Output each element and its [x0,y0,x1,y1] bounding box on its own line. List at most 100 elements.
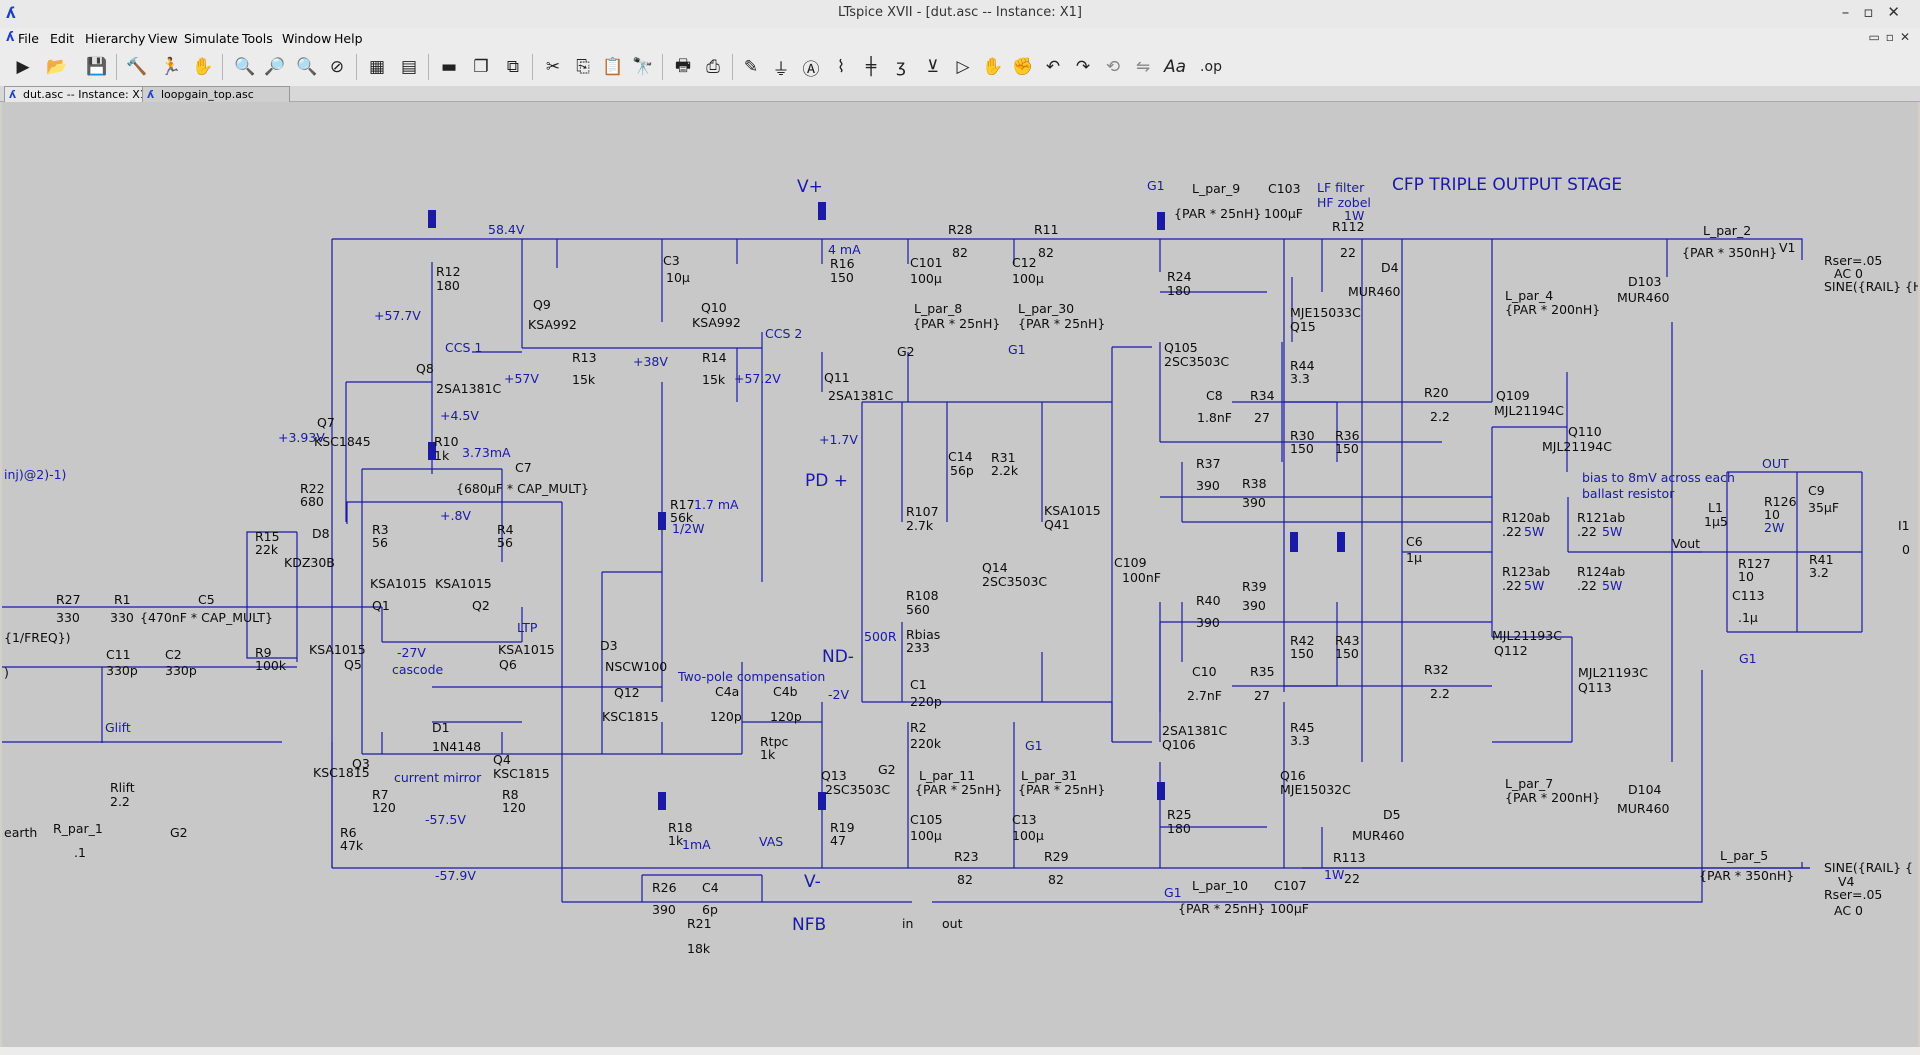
menu-window[interactable]: Window [282,31,332,46]
print-icon[interactable]: 🖶 [674,55,692,76]
text-icon[interactable]: Aa [1163,57,1187,77]
val-r7: 120 [372,800,396,815]
r25-body[interactable] [1157,782,1165,800]
zoom-pan-icon[interactable]: 🔎 [264,57,286,77]
hf-zobel-label: HF zobel [1317,195,1371,210]
inductor-icon[interactable]: ʒ [896,57,906,77]
ref-v1: V1 [1779,240,1796,255]
rotate-icon[interactable]: ⟲ [1105,57,1121,77]
ref-c5: C5 [198,592,215,607]
move-icon[interactable]: ✋ [982,57,1004,77]
cascade-icon[interactable]: ▬ [440,57,458,77]
val-lpar31: {PAR * 25nH} [1018,782,1105,797]
ref-q110: Q110 [1568,424,1602,439]
g1-label-vas: G1 [1025,738,1043,753]
menu-hierarchy[interactable]: Hierarchy [85,31,146,46]
val-q110: MJL21194C [1542,439,1612,454]
val-r36: 150 [1335,441,1359,456]
val-r120: .22 [1502,524,1522,539]
document-menu-icon[interactable]: ʎ [6,30,15,45]
zoom-in-icon[interactable]: 🔍 [234,57,256,77]
drag-icon[interactable]: ✊ [1012,57,1034,77]
mirror-icon[interactable]: ⇋ [1135,57,1151,77]
split-icon[interactable]: ⧉ [506,57,520,77]
menu-simulate[interactable]: Simulate [184,31,240,46]
minimize-icon[interactable]: – [1841,3,1864,21]
r10-body[interactable] [428,442,436,460]
autorange-icon[interactable]: ▦ [368,57,386,77]
spice-directive-icon[interactable]: .op [1200,59,1222,75]
r12-body[interactable] [428,210,436,228]
ref-q8: Q8 [416,361,434,376]
zoom-out-icon[interactable]: 🔍 [296,57,318,77]
menu-file[interactable]: File [18,31,39,46]
p-half: 1/2W [672,521,704,536]
schematic-drawing[interactable]: CFP TRIPLE OUTPUT STAGE V+ V- PD + ND- N… [2,102,1918,1047]
label-net-icon[interactable]: Ⓐ [802,59,820,80]
val-r8: 120 [502,800,526,815]
cut-icon[interactable]: ✂ [545,57,561,77]
paste-icon[interactable]: 📋 [602,57,624,77]
menu-view[interactable]: View [148,31,178,46]
menu-tools[interactable]: Tools [242,31,273,46]
ltspice-app-icon[interactable]: ʎ [6,4,16,22]
ground-icon[interactable]: ⏚ [772,59,790,80]
save-icon[interactable]: 💾 [86,57,108,77]
r17-body[interactable] [658,512,666,530]
close-window-icon[interactable]: ❐ [473,57,489,77]
ref-r108: R108 [906,588,939,603]
ref-lpar5: L_par_5 [1720,848,1768,863]
maximize-icon[interactable]: ▫ [1863,3,1888,21]
zoom-fit-icon[interactable]: ⊘ [329,57,345,77]
copy-icon[interactable]: ⎘ [576,57,590,77]
menu-edit[interactable]: Edit [50,31,75,46]
ref-q41: Q41 [1044,517,1070,532]
menu-help[interactable]: Help [334,31,363,46]
resistor-icon[interactable]: ⌇ [836,57,846,77]
find-icon[interactable]: 🔭 [632,57,654,77]
schematic-tab-icon: ʎ [9,88,17,101]
tile-icon[interactable]: ▤ [400,57,418,77]
vout-label: Vout [1672,536,1700,551]
i4ma: 4 mA [828,242,861,257]
mdi-controls[interactable]: ▭▫✕ [1868,30,1916,44]
vminus-label: V- [804,872,821,892]
undo-icon[interactable]: ↶ [1045,57,1061,77]
out-label: OUT [1762,456,1789,471]
val-c103: 100µF [1264,206,1303,221]
r24-body[interactable] [1157,212,1165,230]
ref-r8: R8 [502,787,519,802]
close-icon[interactable]: ✕ [1887,3,1914,21]
print-preview-icon[interactable]: ⎙ [706,57,720,77]
draw-wire-icon[interactable]: ✎ [743,57,759,77]
ref-q16: Q16 [1280,768,1306,783]
run-icon[interactable]: ▶ [16,57,30,77]
redo-icon[interactable]: ↷ [1075,57,1091,77]
diode-icon[interactable]: ⊻ [926,57,940,77]
ref-c14: C14 [948,449,973,464]
val-c2: 330p [165,663,197,678]
halt-icon[interactable]: ✋ [192,57,214,77]
ref-rlift: Rlift [110,780,135,795]
schematic-canvas[interactable]: CFP TRIPLE OUTPUT STAGE V+ V- PD + ND- N… [2,102,1918,1047]
r16-body[interactable] [818,202,826,220]
control-panel-icon[interactable]: 🔨 [126,57,148,77]
ref-q1: Q1 [372,598,390,613]
r36-body[interactable] [1337,532,1345,552]
component-icon[interactable]: ▷ [956,57,970,77]
capacitor-icon[interactable]: ╪ [865,57,877,77]
run-pause-icon[interactable]: 🏃 [160,57,182,77]
ref-i1: I1 [1898,518,1910,533]
i1-7ma: 1.7 mA [694,497,739,512]
r18-body[interactable] [658,792,666,810]
out-pin-label: out [942,916,963,931]
tab-label: loopgain_top.asc [161,88,254,101]
open-icon[interactable]: 📂 [46,57,68,77]
r30-body[interactable] [1290,532,1298,552]
v38: +38V [633,354,668,369]
r19-body[interactable] [818,792,826,810]
g2-label-c101: G2 [897,344,915,359]
ref-lpar11: L_par_11 [919,768,975,783]
